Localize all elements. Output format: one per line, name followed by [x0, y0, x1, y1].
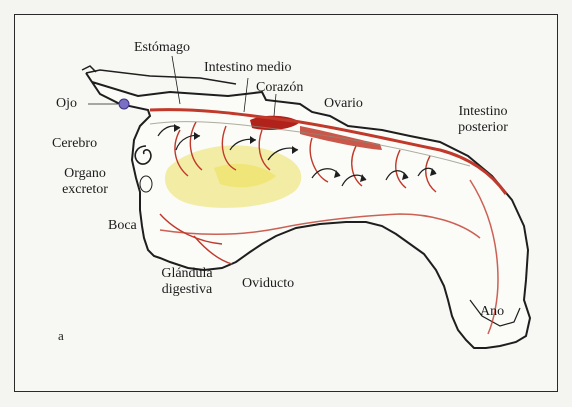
- label-intestino-posterior-line2: posterior: [448, 120, 518, 136]
- label-cerebro: Cerebro: [52, 136, 97, 152]
- label-glandula-digestiva-line1: Glándula: [150, 266, 224, 282]
- label-glandula-digestiva: Glándula digestiva: [150, 266, 224, 298]
- panel-letter: a: [58, 328, 64, 344]
- label-oviducto: Oviducto: [242, 276, 294, 292]
- label-organo-excretor-line2: excretor: [52, 182, 118, 198]
- label-ojo: Ojo: [56, 96, 77, 112]
- label-estomago: Estómago: [134, 40, 190, 56]
- label-glandula-digestiva-line2: digestiva: [150, 282, 224, 298]
- label-ovario: Ovario: [324, 96, 363, 112]
- eye-icon: [119, 99, 129, 109]
- label-intestino-medio: Intestino medio: [204, 60, 292, 76]
- label-ano: Ano: [480, 304, 504, 320]
- label-organo-excretor-line1: Organo: [52, 166, 118, 182]
- label-corazon: Corazón: [256, 80, 303, 96]
- label-intestino-posterior-line1: Intestino: [448, 104, 518, 120]
- label-boca: Boca: [108, 218, 137, 234]
- label-intestino-posterior: Intestino posterior: [448, 104, 518, 136]
- label-organo-excretor: Organo excretor: [52, 166, 118, 198]
